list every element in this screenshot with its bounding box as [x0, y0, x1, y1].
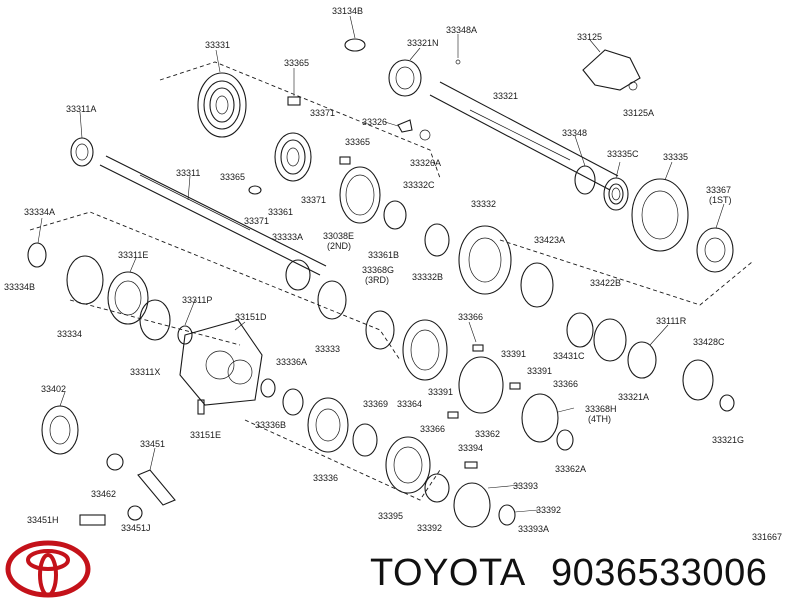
lbl-2nd: (2ND)	[327, 241, 351, 251]
lbl-33391-c: 33391	[428, 387, 453, 397]
lbl-33369: 33369	[363, 399, 388, 409]
lbl-33125: 33125	[577, 32, 602, 42]
brand-name: TOYOTA	[370, 552, 526, 594]
lbl-33335c: 33335C	[607, 149, 639, 159]
lbl-33368g: 33368G	[362, 265, 394, 275]
lbl-33423a: 33423A	[534, 235, 565, 245]
lbl-33364: 33364	[397, 399, 422, 409]
lbl-33311: 33311	[176, 168, 200, 178]
lbl-33462: 33462	[91, 489, 116, 499]
lbl-33134b: 33134B	[332, 6, 363, 16]
lbl-33321n: 33321N	[407, 38, 439, 48]
lbl-33431c: 33431C	[553, 351, 585, 361]
lbl-33392-a: 33392	[536, 505, 561, 515]
lbl-33326: 33326	[362, 117, 387, 127]
lbl-33331: 33331	[205, 40, 230, 50]
lbl-33361: 33361	[268, 207, 293, 217]
lbl-33362: 33362	[475, 429, 500, 439]
part-number: 9036533006	[551, 552, 767, 594]
lbl-33151e: 33151E	[190, 430, 221, 440]
lbl-33332: 33332	[471, 199, 496, 209]
lbl-33422b: 33422B	[590, 278, 621, 288]
lbl-3rd: (3RD)	[365, 275, 389, 285]
toyota-logo-icon	[5, 540, 91, 598]
lbl-33311e: 33311E	[118, 250, 148, 260]
lbl-33371-a: 33371	[310, 108, 335, 118]
lbl-4th: (4TH)	[588, 414, 611, 424]
lbl-33391-b: 33391	[527, 366, 552, 376]
lbl-331667: 331667	[752, 532, 782, 542]
lbl-33333: 33333	[315, 344, 340, 354]
lbl-33334b: 33334B	[4, 282, 35, 292]
lbl-33392-b: 33392	[417, 523, 442, 533]
lbl-33334a: 33334A	[24, 207, 55, 217]
dashed-outlines	[29, 61, 753, 501]
lbl-33111r: 33111R	[656, 316, 687, 326]
lbl-33365-b: 33365	[345, 137, 370, 147]
lbl-33393: 33393	[513, 481, 538, 491]
lbl-33348: 33348	[562, 128, 587, 138]
part-labels: 33134B 33331 33321N 33348A 33125 33365 3…	[4, 6, 782, 542]
lbl-33366-b: 33366	[553, 379, 578, 389]
lbl-33367: 33367	[706, 185, 731, 195]
lbl-33333a: 33333A	[272, 232, 303, 242]
lbl-33321g: 33321G	[712, 435, 744, 445]
lbl-33365-a: 33365	[284, 58, 309, 68]
lbl-33326a: 33326A	[410, 158, 441, 168]
lbl-1st: (1ST)	[709, 195, 732, 205]
lbl-33311a: 33311A	[66, 104, 96, 114]
lbl-33311p: 33311P	[182, 295, 212, 305]
lbl-33391-a: 33391	[501, 349, 526, 359]
lbl-33366-a: 33366	[458, 312, 483, 322]
lbl-33451: 33451	[140, 439, 165, 449]
counter-shaft	[99, 155, 327, 276]
gear-shapes	[27, 38, 735, 528]
lbl-33451h: 33451H	[27, 515, 59, 525]
lbl-33336a: 33336A	[276, 357, 307, 367]
lbl-33151d: 33151D	[235, 312, 267, 322]
lbl-33335: 33335	[663, 152, 688, 162]
lbl-33348a: 33348A	[446, 25, 477, 35]
lbl-33321a: 33321A	[618, 392, 649, 402]
leader-lines	[37, 15, 725, 513]
lbl-33428c: 33428C	[693, 337, 725, 347]
lbl-33395: 33395	[378, 511, 403, 521]
lbl-33361b: 33361B	[368, 250, 399, 260]
lbl-33368h: 33368H	[585, 404, 617, 414]
lbl-33336: 33336	[313, 473, 338, 483]
lbl-33451j: 33451J	[121, 523, 151, 533]
lbl-33125a: 33125A	[623, 108, 654, 118]
lbl-33394: 33394	[458, 443, 483, 453]
lbl-33365-c: 33365	[220, 172, 245, 182]
lbl-33038e: 33038E	[323, 231, 354, 241]
lbl-33332c: 33332C	[403, 180, 435, 190]
lbl-33366-c: 33366	[420, 424, 445, 434]
lbl-33371-c: 33371	[244, 216, 269, 226]
lbl-33336b: 33336B	[255, 420, 286, 430]
lbl-33321: 33321	[493, 91, 518, 101]
lbl-33402: 33402	[41, 384, 66, 394]
lbl-33332b: 33332B	[412, 272, 443, 282]
lbl-33311x: 33311X	[130, 367, 160, 377]
input-shaft	[429, 81, 619, 191]
lbl-33371-b: 33371	[301, 195, 326, 205]
lbl-33362a: 33362A	[555, 464, 586, 474]
lbl-33393a: 33393A	[518, 524, 549, 534]
lbl-33334: 33334	[57, 329, 82, 339]
